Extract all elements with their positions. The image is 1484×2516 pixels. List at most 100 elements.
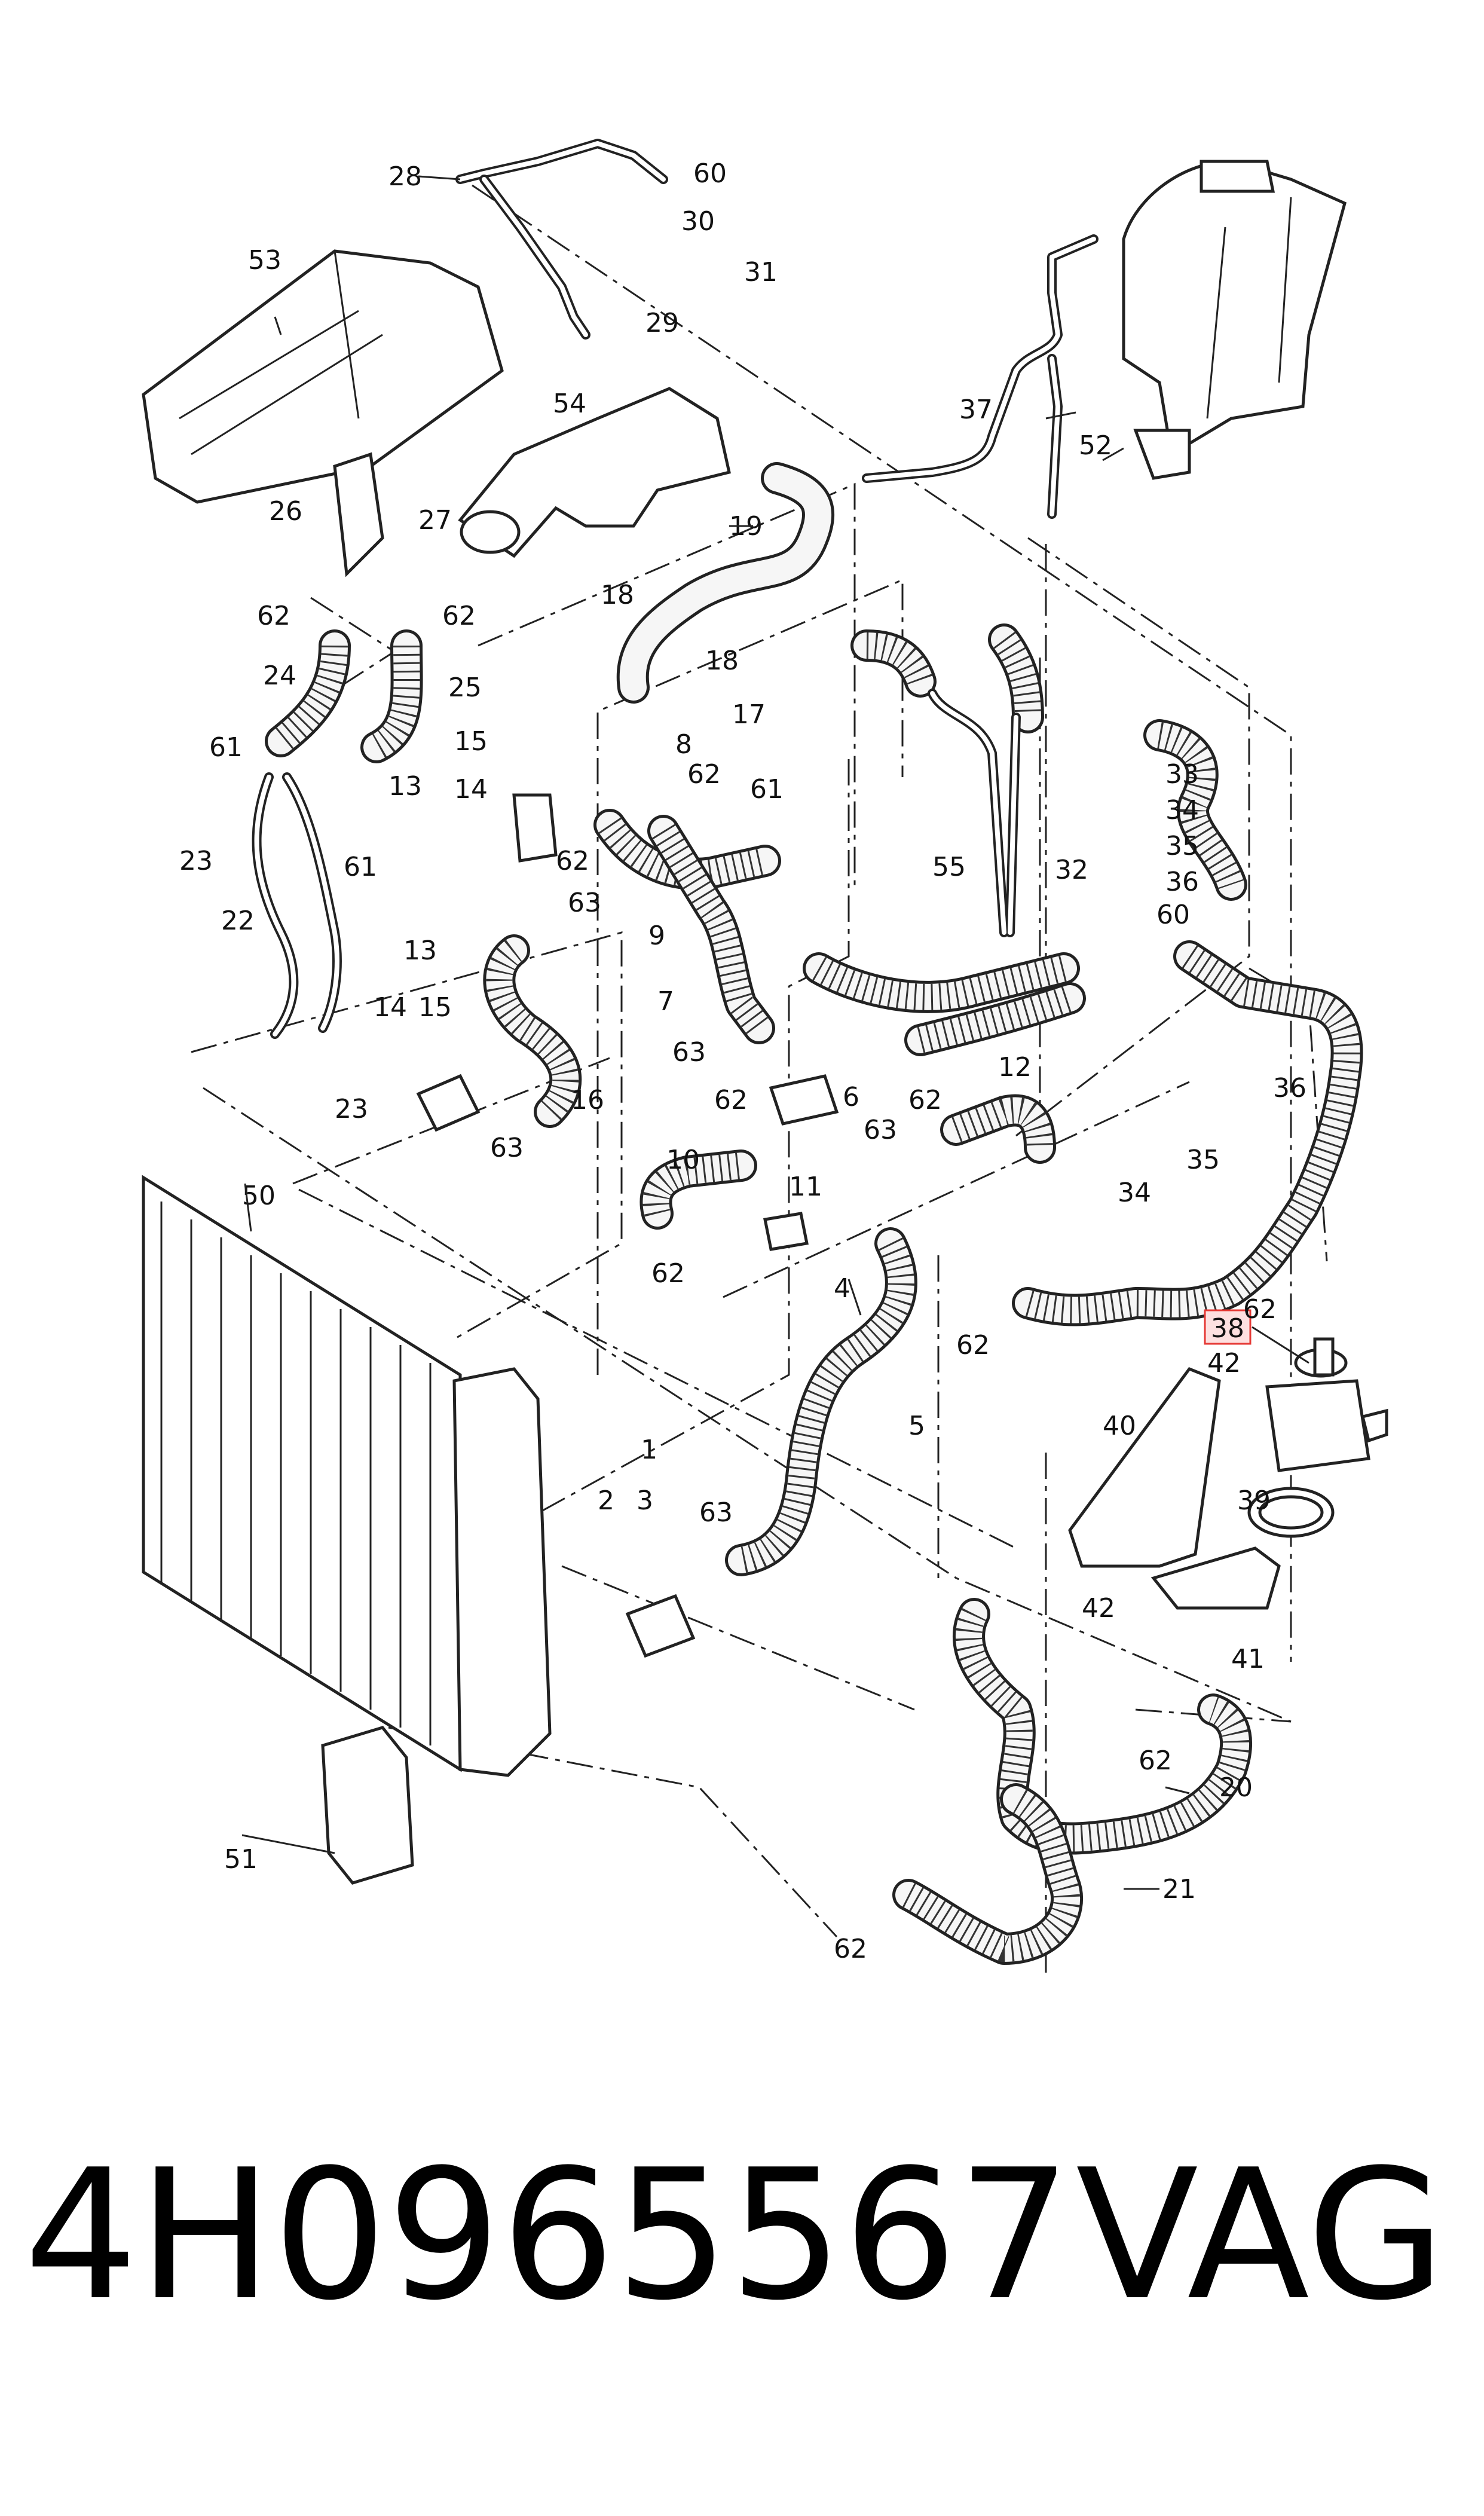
callout-label: 36 bbox=[1165, 867, 1199, 897]
callout-label: 37 bbox=[959, 395, 993, 425]
callout-label: 23 bbox=[179, 846, 213, 876]
highlight-box-38 bbox=[1204, 1309, 1252, 1345]
callout-label: 52 bbox=[1079, 430, 1112, 461]
callout-label: 51 bbox=[224, 1844, 258, 1875]
callout-label: 40 bbox=[1103, 1411, 1136, 1441]
callout-label: 28 bbox=[388, 161, 422, 192]
callout-label: 63 bbox=[568, 888, 601, 918]
callout-label: 54 bbox=[553, 389, 586, 419]
callout-label: 62 bbox=[714, 1085, 748, 1115]
callout-label: 13 bbox=[403, 936, 437, 966]
callout-label: 14 bbox=[374, 992, 407, 1023]
callout-label: 42 bbox=[1207, 1348, 1241, 1378]
callout-label: 15 bbox=[454, 726, 488, 757]
callout-label: 3 bbox=[637, 1485, 653, 1516]
callout-label: 18 bbox=[705, 646, 739, 676]
callout-label: 60 bbox=[693, 158, 727, 189]
hose-16 bbox=[483, 934, 582, 1128]
callout-label: 23 bbox=[335, 1094, 368, 1124]
callout-label: 14 bbox=[454, 774, 488, 805]
callout-label: 62 bbox=[956, 1330, 990, 1361]
radiator bbox=[142, 1175, 552, 1777]
auxiliary-coolant-pump bbox=[1265, 1337, 1388, 1472]
callout-label: 62 bbox=[687, 759, 721, 790]
callout-label: 42 bbox=[1082, 1593, 1115, 1624]
callout-label: 16 bbox=[571, 1085, 604, 1115]
callout-label: 18 bbox=[601, 580, 634, 610]
callout-label: 41 bbox=[1231, 1644, 1265, 1674]
callout-label: 34 bbox=[1118, 1178, 1151, 1208]
brand-label: VAG bbox=[1076, 2131, 1446, 2340]
callout-label: 62 bbox=[834, 1934, 867, 1964]
part-number: 4H0965567 bbox=[24, 2131, 1072, 2340]
callout-label: 31 bbox=[744, 257, 778, 288]
coolant-pipe-22 bbox=[252, 772, 342, 1039]
callout-label: 1 bbox=[641, 1435, 657, 1465]
callout-label: 63 bbox=[490, 1133, 524, 1163]
callout-label: 62 bbox=[651, 1258, 685, 1289]
hose-21 bbox=[892, 1783, 1083, 1965]
callout-label: 9 bbox=[648, 921, 665, 951]
callout-label: 11 bbox=[789, 1172, 822, 1202]
callout-label: 61 bbox=[344, 852, 377, 882]
callout-label: 63 bbox=[699, 1497, 733, 1528]
callout-label: 5 bbox=[908, 1411, 925, 1441]
callout-label: 21 bbox=[1162, 1874, 1196, 1904]
callout-label: 62 bbox=[1139, 1745, 1172, 1776]
hose-24 bbox=[265, 629, 351, 757]
callout-label: 29 bbox=[645, 308, 679, 338]
hose-33 bbox=[1143, 719, 1247, 901]
hose-36-to-pump bbox=[1012, 940, 1363, 1326]
hose-7 bbox=[647, 815, 775, 1044]
callout-label: 12 bbox=[998, 1052, 1032, 1083]
callout-label: 61 bbox=[750, 774, 784, 805]
pump-strap-41 bbox=[1151, 1546, 1281, 1610]
hose-25 bbox=[360, 629, 423, 763]
callout-label: 62 bbox=[257, 601, 290, 631]
oil-cooler bbox=[142, 249, 504, 577]
callout-label: 35 bbox=[1186, 1145, 1220, 1175]
callout-label: 8 bbox=[675, 729, 692, 760]
hose-4 bbox=[725, 1227, 917, 1576]
callout-label: 15 bbox=[418, 992, 452, 1023]
callout-label: 4 bbox=[834, 1273, 850, 1304]
callout-label: 62 bbox=[442, 601, 476, 631]
callout-label: 22 bbox=[221, 906, 255, 936]
coolant-pipe-37 bbox=[862, 234, 1099, 519]
callout-label: 62 bbox=[1243, 1294, 1277, 1325]
callout-label: 63 bbox=[672, 1037, 706, 1068]
callout-label: 27 bbox=[418, 505, 452, 536]
pump-bracket-40 bbox=[1068, 1366, 1221, 1568]
hose-55 bbox=[803, 623, 1086, 1056]
callout-label: 6 bbox=[843, 1082, 859, 1112]
callout-label: 24 bbox=[263, 661, 296, 691]
callout-label: 62 bbox=[556, 846, 589, 876]
callout-label-38: 38 bbox=[1211, 1313, 1244, 1344]
callout-label: 35 bbox=[1165, 831, 1199, 861]
thermostat-housing bbox=[458, 387, 731, 558]
expansion-tank bbox=[1122, 160, 1347, 480]
callout-label: 26 bbox=[269, 496, 302, 527]
pump-seal-ring-39 bbox=[1247, 1487, 1335, 1538]
auxiliary-radiator bbox=[321, 1726, 414, 1885]
callout-label: 25 bbox=[448, 672, 482, 703]
callout-label: 33 bbox=[1165, 759, 1199, 790]
callout-label: 2 bbox=[598, 1485, 614, 1516]
callout-label: 30 bbox=[681, 206, 715, 237]
coolant-pipe-28 bbox=[455, 139, 668, 340]
callout-label: 63 bbox=[864, 1115, 897, 1145]
callout-label: 39 bbox=[1237, 1485, 1271, 1516]
callout-label: 32 bbox=[1055, 855, 1088, 885]
callout-label: 34 bbox=[1165, 795, 1199, 826]
leader-lines bbox=[241, 175, 1309, 1890]
callout-label: 62 bbox=[908, 1085, 942, 1115]
callout-label: 36 bbox=[1273, 1073, 1306, 1103]
callout-label: 20 bbox=[1219, 1772, 1253, 1803]
callout-label: 55 bbox=[932, 852, 966, 882]
callout-label: 7 bbox=[657, 986, 674, 1017]
callout-labels: 1 2 3 4 5 6 7 8 9 10 11 12 13 13 14 14 1… bbox=[179, 158, 1306, 1964]
hose-10 bbox=[640, 1150, 757, 1230]
callout-label: 10 bbox=[666, 1145, 700, 1175]
callout-label: 53 bbox=[248, 245, 281, 276]
